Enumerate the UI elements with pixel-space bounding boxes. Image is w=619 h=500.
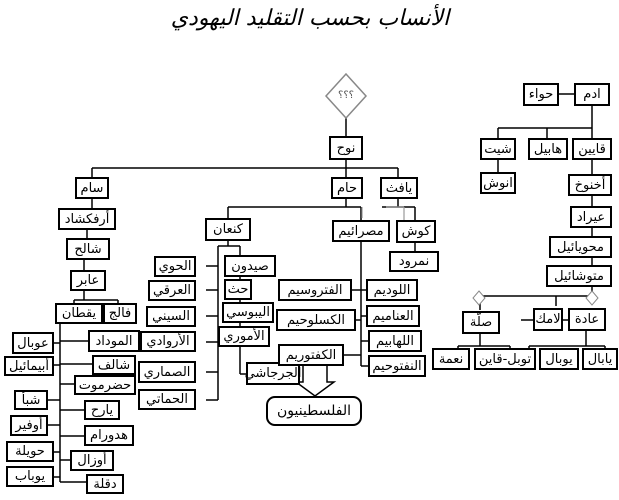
unknown-ancestor-label: ؟؟؟ [338,90,354,101]
node-heth: حث [224,279,252,300]
node-naftuhim: النفتوحيم [368,355,426,377]
node-kush: كوش [396,220,436,243]
node-yafith: يافث [380,177,418,199]
node-abir: عابر [70,270,106,291]
node-shit: شيت [480,138,516,160]
node-nuh: نوح [329,136,363,160]
node-ham: حام [331,177,363,199]
node-arfakhshad: أرفكشاد [58,208,116,230]
node-lamek: لامك [533,308,563,331]
node-sini: السيني [146,306,196,327]
node-kanaan: كنعان [205,218,251,241]
node-anosh: انوش [480,172,516,194]
node-shalif: شالف [92,355,136,375]
node-samari: الصماري [138,361,196,383]
node-lahabim: اللهابيم [368,330,422,352]
node-yaqtan: يقطان [55,303,103,324]
node-ubal: عوبال [12,332,54,354]
node-philistines: الفلسطينيون [266,396,362,426]
node-habil: هابيل [528,138,568,160]
node-mutushail: متوشائيل [546,265,612,287]
node-arwadi: الأروادي [140,331,196,352]
node-nimrod: نمرود [389,251,439,272]
node-sam: سام [75,177,109,199]
node-hadramawt: حضرموت [74,375,136,395]
node-kasluhim: الكسلوحيم [276,309,356,331]
node-irad: عيراد [570,206,612,228]
node-silla: صلّة [462,311,500,334]
node-naama: نعمة [432,348,470,370]
node-hadoram: هدورام [84,425,134,446]
node-shalih: شالح [66,238,110,260]
node-akhnukh: أخنوخ [568,174,612,196]
node-abimail: أبيمائيل [4,356,54,376]
node-jirjashi: الجرجاشي [245,362,301,385]
diagram-title: الأنساب بحسب التقليد اليهودي [170,6,450,31]
node-hawila: حويلة [6,441,54,462]
node-anamim: العناميم [366,305,420,327]
node-tubal: توبل-قاين [474,348,536,370]
node-yubal: يوبال [539,348,579,370]
node-uzal: أوزال [70,450,114,471]
node-misrayim: مصرائيم [332,220,390,242]
node-yabusi: اليبوسي [222,302,274,323]
node-hamati: الحماتي [138,389,196,410]
node-sidon: صيدون [224,255,276,277]
node-yabal: يابال [582,348,618,370]
node-falij: فالج [103,303,137,324]
node-shaba: شبأ [14,390,48,410]
node-hiwwi: الحوي [154,256,196,277]
node-fatrusim: الفتروسيم [278,279,352,301]
node-ofir: أوفير [10,415,48,436]
node-ludim: اللوديم [366,279,418,301]
node-diqla: دقلة [86,474,124,494]
node-mahuyail: محويائيل [549,236,612,258]
node-kaftorim: الكفتوريم [278,344,344,366]
node-yubab: يوباب [6,466,54,487]
node-yarah: يارح [84,400,120,420]
node-qayin: قايين [572,138,612,160]
node-almudad: الموداد [88,330,140,352]
node-hawwa: حواء [523,83,559,106]
node-adam: ادم [574,83,610,106]
node-ada: عادة [568,308,606,331]
node-amuri: الأموري [218,326,270,347]
node-arqi: العرقي [148,280,196,301]
